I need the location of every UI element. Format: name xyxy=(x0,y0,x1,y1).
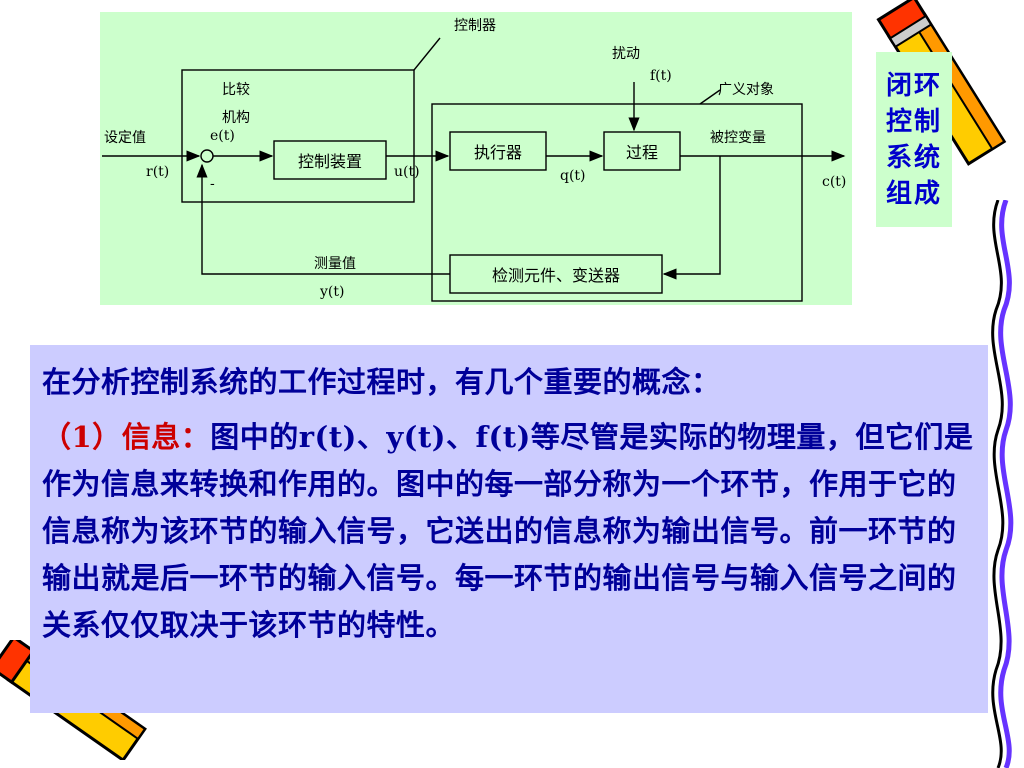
disturbance-label: 扰动 xyxy=(612,46,640,62)
controlled-variable-label: 被控变量 xyxy=(710,130,766,146)
sensor-block: 检测元件、变送器 xyxy=(491,266,620,285)
wavy-border-right xyxy=(991,200,1014,768)
controller-output-signal: u(t) xyxy=(394,164,420,180)
setpoint-signal: r(t) xyxy=(146,164,170,180)
comparator-label-1: 比较 xyxy=(222,82,250,98)
side-title-box: 闭环控制系统组成 xyxy=(876,52,952,227)
control-block-diagram: 控制器 扰动 f(t) 广义对象 比较 机构 e(t) 设定值 r(t) - 控… xyxy=(100,12,852,305)
measurement-label: 测量值 xyxy=(314,256,356,272)
concept-paragraph: （1）信息：图中的r(t)、y(t)、f(t)等尽管是实际的物理量，但它们是作为… xyxy=(42,414,976,649)
plant-label: 广义对象 xyxy=(718,82,774,98)
item-title: 信息： xyxy=(121,420,211,454)
actuator-output-signal: q(t) xyxy=(560,168,586,184)
error-signal: e(t) xyxy=(210,128,235,144)
controller-label: 控制器 xyxy=(454,18,496,34)
process-block: 过程 xyxy=(625,143,658,162)
actuator-block: 执行器 xyxy=(473,143,522,162)
concept-text-panel: 在分析控制系统的工作过程时，有几个重要的概念： （1）信息：图中的r(t)、y(… xyxy=(30,345,988,713)
item-number: （1） xyxy=(42,420,122,454)
side-title: 闭环控制系统组成 xyxy=(885,70,942,209)
minus-sign: - xyxy=(210,176,215,192)
disturbance-signal: f(t) xyxy=(650,68,672,84)
intro-text: 在分析控制系统的工作过程时，有几个重要的概念： xyxy=(42,365,721,399)
measurement-signal: y(t) xyxy=(320,284,345,300)
item-body: 图中的r(t)、y(t)、f(t)等尽管是实际的物理量，但它们是作为信息来转换和… xyxy=(42,420,974,642)
controller-block: 控制装置 xyxy=(297,152,362,171)
output-signal: c(t) xyxy=(822,174,847,190)
setpoint-label: 设定值 xyxy=(104,130,146,146)
comparator-label-2: 机构 xyxy=(222,110,250,126)
diagram-lines xyxy=(102,37,846,302)
